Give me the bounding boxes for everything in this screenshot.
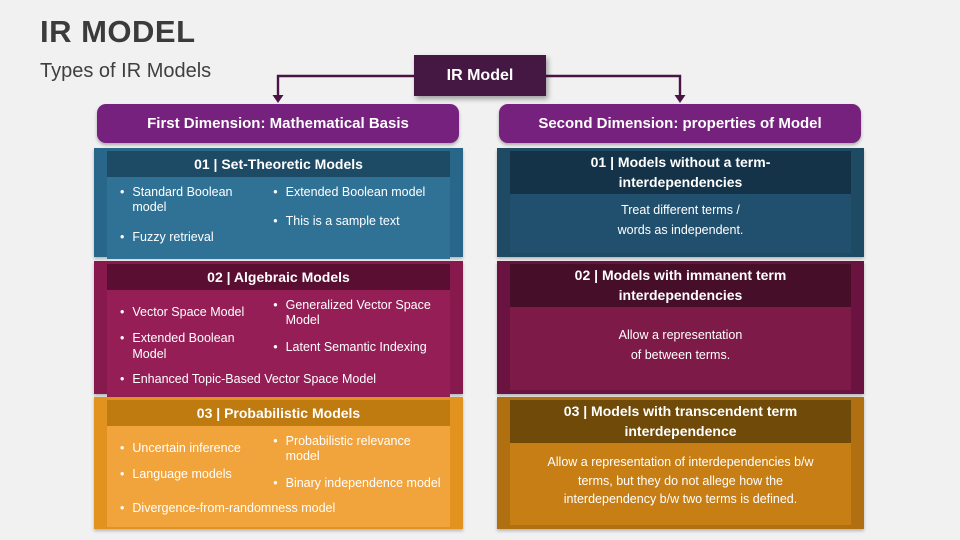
dimension-header-first: First Dimension: Mathematical Basis — [97, 104, 459, 143]
box-models-immanent-term-interdependencies: 02 | Models with immanent term interdepe… — [497, 261, 864, 394]
page-title: IR MODEL — [40, 14, 196, 49]
bullet-text: This is a sample text — [285, 214, 400, 229]
body-line: Allow a representation — [618, 328, 743, 343]
box-inner: 03 | Models with transcendent term inter… — [510, 400, 851, 525]
bullet-item: Fuzzy retrieval — [120, 230, 267, 245]
box-models-without-term-interdependencies: 01 | Models without a term- interdepende… — [497, 148, 864, 257]
connector-line-left — [276, 74, 414, 95]
bullet-item: Language models — [120, 467, 267, 482]
box-title: 02 | Algebraic Models — [107, 264, 450, 290]
bullet-text: Language models — [132, 467, 232, 482]
bullet-item: Latent Semantic Indexing — [273, 340, 446, 355]
arrow-down-right-icon — [674, 95, 686, 103]
body-line: Treat different terms / — [621, 203, 740, 218]
bullet-item: Enhanced Topic-Based Vector Space Model — [107, 372, 450, 387]
box-body: Allow a representation of interdependenc… — [510, 443, 851, 525]
box-inner: 01 | Models without a term- interdepende… — [510, 151, 851, 253]
bullet-text: Divergence-from-randomness model — [132, 500, 336, 515]
bullet-item: Binary independence model — [273, 476, 446, 491]
box-title: 02 | Models with immanent term interdepe… — [510, 264, 851, 307]
box-body: Allow a representation of between terms. — [510, 307, 851, 390]
bullet-item: Vector Space Model — [120, 305, 267, 320]
box-title-line: 02 | Models with immanent term — [574, 266, 787, 283]
box-probabilistic-models: 03 | Probabilistic Models Uncertain infe… — [94, 397, 463, 529]
bullet-item: Generalized Vector Space Model — [273, 298, 446, 329]
page-subtitle: Types of IR Models — [40, 60, 212, 82]
bullet-text: Generalized Vector Space Model — [285, 298, 431, 328]
box-title-line: interdependence — [624, 422, 737, 439]
bullet-item: Probabilistic relevance model — [273, 434, 446, 465]
bullet-item: This is a sample text — [273, 214, 446, 229]
box-title-line: 03 | Models with transcendent term — [563, 402, 798, 419]
bullet-item: Extended Boolean model — [273, 185, 446, 200]
bullet-text: Fuzzy retrieval — [132, 229, 214, 244]
body-line: of between terms. — [630, 347, 731, 362]
dimension-header-second: Second Dimension: properties of Model — [499, 104, 861, 143]
bullet-item: Standard Boolean model — [120, 185, 267, 216]
box-set-theoretic-models: 01 | Set-Theoretic Models Standard Boole… — [94, 148, 463, 259]
box-body: Uncertain inference Language models Prob… — [107, 426, 450, 527]
box-title-line: interdependencies — [618, 173, 743, 190]
box-title: 01 | Set-Theoretic Models — [107, 151, 450, 177]
box-body: Standard Boolean model Fuzzy retrieval E… — [107, 177, 450, 259]
ir-model-node: IR Model — [414, 55, 546, 96]
box-title: 03 | Probabilistic Models — [107, 400, 450, 426]
bullet-text: Extended Boolean model — [285, 185, 426, 199]
box-title-line: interdependencies — [618, 286, 743, 303]
bullet-text: Standard Boolean model — [132, 185, 233, 215]
box-title: 03 | Models with transcendent term inter… — [510, 400, 851, 443]
bullet-item: Divergence-from-randomness model — [107, 501, 450, 516]
bullet-text: Extended Boolean Model — [132, 331, 235, 361]
box-inner: 02 | Models with immanent term interdepe… — [510, 264, 851, 390]
box-algebraic-models: 02 | Algebraic Models Vector Space Model… — [94, 261, 463, 398]
bullet-text: Binary independence model — [285, 475, 441, 490]
body-line: Allow a representation of interdependenc… — [547, 454, 814, 469]
box-inner: 01 | Set-Theoretic Models Standard Boole… — [107, 151, 450, 259]
box-body: Treat different terms / words as indepen… — [510, 194, 851, 253]
body-line: words as independent. — [617, 222, 744, 237]
arrow-down-left-icon — [272, 95, 284, 103]
bullet-item: Extended Boolean Model — [120, 331, 267, 362]
connector-line-right — [546, 74, 682, 95]
box-title: 01 | Models without a term- interdepende… — [510, 151, 851, 194]
body-line: interdependency b/w two terms is defined… — [563, 492, 798, 507]
box-title-line: 01 | Models without a term- — [590, 153, 771, 170]
bullet-text: Probabilistic relevance model — [285, 434, 411, 464]
box-body: Vector Space Model Extended Boolean Mode… — [107, 290, 450, 398]
bullet-item: Uncertain inference — [120, 441, 267, 456]
body-line: terms, but they do not allege how the — [578, 473, 783, 488]
bullet-text: Vector Space Model — [132, 305, 245, 319]
box-inner: 02 | Algebraic Models Vector Space Model… — [107, 264, 450, 398]
box-models-transcendent-term-interdependence: 03 | Models with transcendent term inter… — [497, 397, 864, 529]
bullet-text: Latent Semantic Indexing — [285, 339, 427, 354]
bullet-text: Uncertain inference — [132, 441, 241, 455]
box-inner: 03 | Probabilistic Models Uncertain infe… — [107, 400, 450, 527]
bullet-text: Enhanced Topic-Based Vector Space Model — [132, 371, 377, 386]
